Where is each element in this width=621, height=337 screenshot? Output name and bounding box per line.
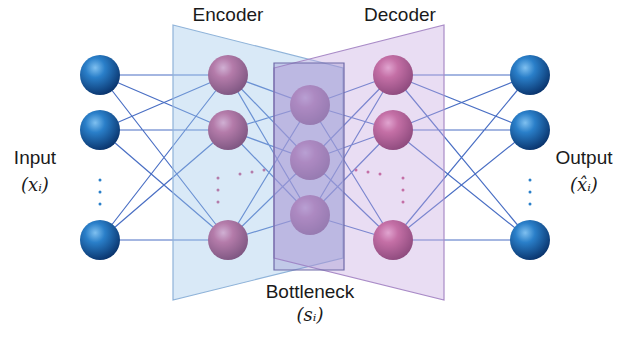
bottleneck-symbol: (sᵢ) — [297, 305, 324, 326]
output-label: Output — [555, 147, 612, 169]
decoder-label: Decoder — [364, 4, 436, 26]
input-neurons — [80, 55, 120, 260]
bottleneck-box: Bottleneck(sᵢ) — [274, 55, 346, 335]
input-symbol: (xᵢ) — [21, 175, 49, 196]
output-symbol: (x̂ᵢ) — [570, 175, 598, 196]
encoder-label: Encoder — [193, 4, 264, 26]
output-neurons — [510, 55, 550, 260]
input-label: Input — [14, 147, 56, 169]
bottleneck-label: Bottleneck — [266, 281, 355, 303]
